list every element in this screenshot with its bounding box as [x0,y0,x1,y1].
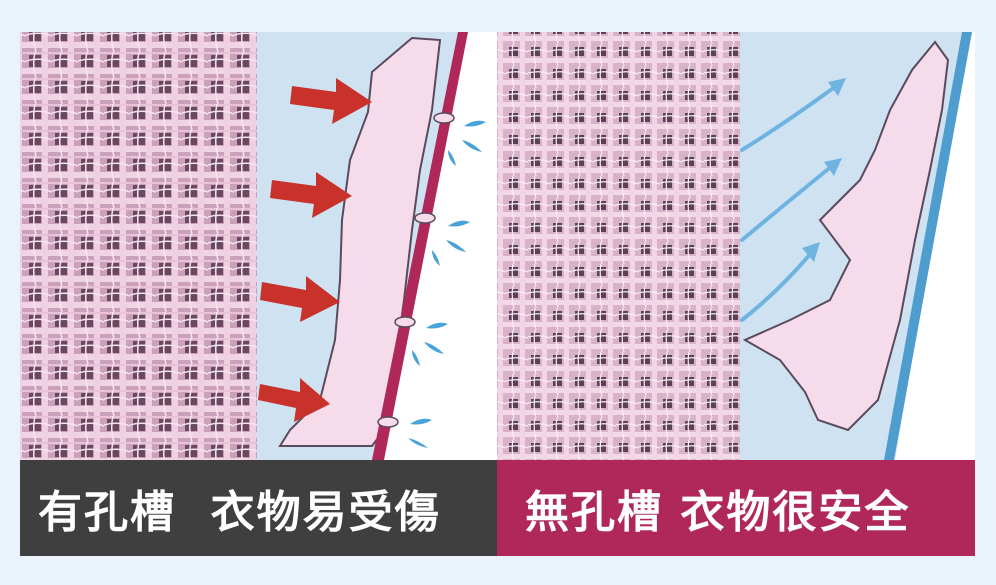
airflow-3 [740,250,814,322]
drum-outside-right [895,32,975,460]
arrow-1 [290,78,372,124]
fabric-closeup-right [497,32,740,460]
drum-wall-holed [372,32,468,460]
caption-holeless-drum: 無孔槽 衣物很安全 [497,460,975,556]
drum-outside-left [380,32,497,460]
airflow-arrows [740,84,838,322]
water-droplets [408,120,486,448]
arrow-3 [260,276,340,322]
drum-hole-nubs [377,112,455,428]
left-panel [20,32,497,460]
cloth-pressed-left [278,36,442,447]
right-panel [497,32,975,460]
airflow-1 [740,84,838,152]
caption-holed-drum: 有孔槽 衣物易受傷 [20,460,497,556]
arrow-2 [270,172,352,218]
airflow-heads [802,78,846,262]
arrow-4 [258,378,330,422]
drum-wall-smooth [884,32,972,460]
fabric-closeup-left [20,32,257,460]
pressure-arrows [258,78,372,422]
airflow-2 [740,164,834,242]
cloth-floating-right [742,40,950,432]
